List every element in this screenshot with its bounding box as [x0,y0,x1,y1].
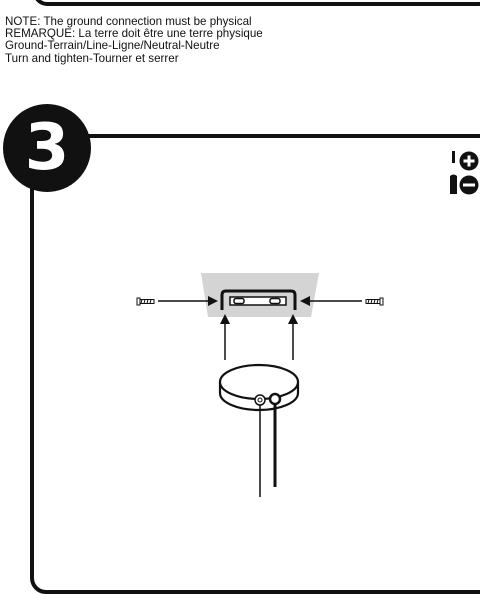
note-turn-tighten: Turn and tighten-Tourner et serrer [5,51,179,65]
supply-wires [259,404,277,497]
step-number-badge: 3 [3,104,91,192]
ceiling-surface [201,273,319,317]
phillips-screwdriver-icon [452,151,479,171]
installation-notes: NOTE: The ground connection must be phys… [5,15,263,65]
note-ground-en: NOTE: The ground connection must be phys… [5,15,252,28]
screw-arrows [158,296,362,306]
left-mounting-screw [136,297,155,306]
note-wire-legend: Ground-Terrain/Line-Ligne/Neutral-Neutre [5,39,220,53]
mounting-bracket [220,289,297,310]
right-mounting-screw [365,297,384,306]
note-ground-fr: REMARQUE: La terre doit être une terre p… [5,27,263,41]
flathead-screwdriver-icon [450,174,479,195]
canopy-arrows [220,314,298,360]
installation-diagram [136,273,384,497]
